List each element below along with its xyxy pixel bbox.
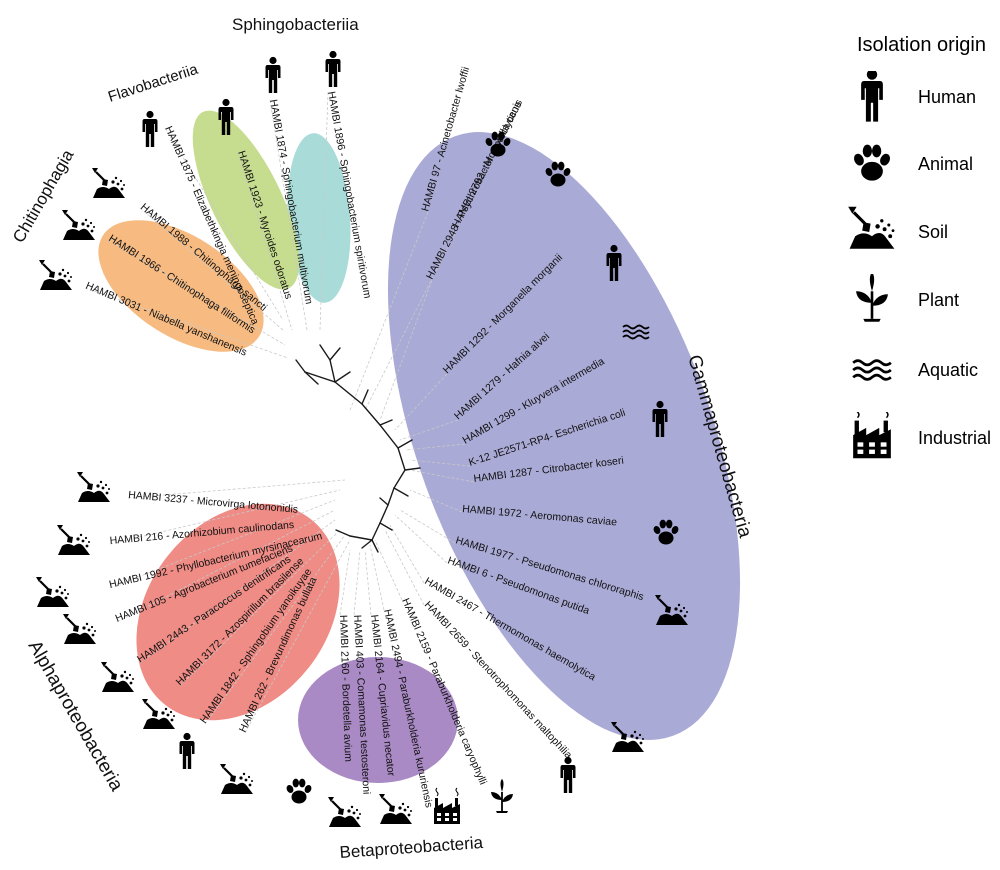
leaf-line [399,419,459,441]
leaf-line [139,207,284,331]
leaf-line [374,539,403,601]
waves-icon [846,344,898,396]
plant-icon [846,274,898,326]
soil-shovel-icon [60,208,97,242]
clade-label-sphingobacteriia: Sphingobacteriia [232,15,359,34]
legend-label: Soil [918,221,949,242]
leaf-line [399,509,456,544]
tree-branch [304,371,406,541]
soil-shovel-icon [846,206,898,258]
leaf-line [164,127,284,321]
soil-shovel-icon [37,258,74,292]
leaf-line [179,529,341,687]
tree-branch [361,389,369,405]
leaf-line [127,479,346,499]
taxon-label: HAMBI 2160 - Bordetella avium [337,615,354,763]
factory-icon [433,787,461,825]
paw-icon [285,778,313,804]
leaf-line [404,443,466,451]
leaf-line [237,151,293,331]
soil-shovel-icon [34,575,71,609]
clade-label-alphaproteobacteria: Alphaproteobacteria [24,637,127,795]
tree-branch [329,359,336,383]
taxon-label: HAMBI 3237 - Microvirga lotononidis [128,489,299,516]
human-icon [265,56,281,93]
legend-item-industrial: Industrial [846,412,991,464]
legend-label: Human [918,86,977,107]
leaf-line [107,239,286,346]
human-icon [142,110,158,147]
tree-branch [379,419,393,426]
tree-branch [371,539,379,553]
leaf-line [116,509,336,623]
leaf-line [109,489,341,545]
leaf-line [394,514,448,564]
clade-ellipse-chitinophagia [98,220,264,352]
tree-branch [304,371,319,385]
legend-item-plant: Plant [846,274,959,326]
leaf-line [204,534,346,725]
tree-branch [349,535,373,541]
legend-item-human: Human [846,71,976,123]
tree-branch [393,487,409,497]
clade-ellipse-flavobacteriia [192,110,300,290]
tree-branch [361,539,373,549]
clade-ellipse-betaproteobacteria [298,657,458,783]
tree-branch [397,439,413,449]
human-icon [846,71,898,123]
legend-title: Isolation origin [857,34,986,56]
soil-shovel-icon [326,795,363,829]
soil-shovel-icon [90,166,127,200]
plant-icon [491,779,513,813]
tree-branch [379,522,393,531]
leaf-line [353,549,361,616]
tree-branch [295,359,306,373]
tree-branch [335,529,351,537]
tree-branch [319,344,331,361]
soil-shovel-icon [61,612,98,646]
leaf-line [409,459,471,467]
leaf-line [389,524,425,584]
legend-label: Aquatic [918,359,979,380]
leaf-line [409,469,475,483]
clade-label-flavobacteriia: Flavobacteriia [106,61,201,106]
clade-ellipse-sphingobacteriia [287,133,351,303]
factory-icon [846,412,898,464]
tree-branch [334,371,351,383]
soil-shovel-icon [218,762,255,796]
tree-branch [329,347,341,361]
soil-shovel-icon [99,660,136,694]
human-icon [560,756,576,793]
legend-item-soil: Soil [846,206,948,258]
soil-shovel-icon [75,470,112,504]
leaf-line [84,287,289,359]
human-icon [179,732,195,769]
leaf-line [369,544,385,611]
legend-label: Plant [918,289,960,310]
legend-label: Animal [918,153,974,174]
leaf-line [364,227,459,411]
leaf-line [109,499,336,589]
tree-branch [379,497,389,506]
leaf-line [384,529,425,606]
soil-shovel-icon [377,792,414,826]
leaf-line [349,211,429,411]
leaf-line [269,99,308,331]
tree-branch [404,467,421,471]
leaf-line [244,539,351,734]
legend-item-aquatic: Aquatic [846,344,978,396]
paw-icon [846,138,898,190]
leaf-line [364,549,372,616]
clade-label-betaproteobacteria: Betaproteobacteria [339,833,484,862]
legend-label: Industrial [918,427,992,448]
human-icon [325,50,341,87]
clade-ellipse-gammaproteobacteria [387,132,741,740]
leaf-line [394,373,448,431]
leaf-line [139,519,336,664]
leaf-line [339,549,351,616]
soil-shovel-icon [55,523,92,557]
legend-item-animal: Animal [846,138,973,190]
leaf-line [409,489,463,513]
